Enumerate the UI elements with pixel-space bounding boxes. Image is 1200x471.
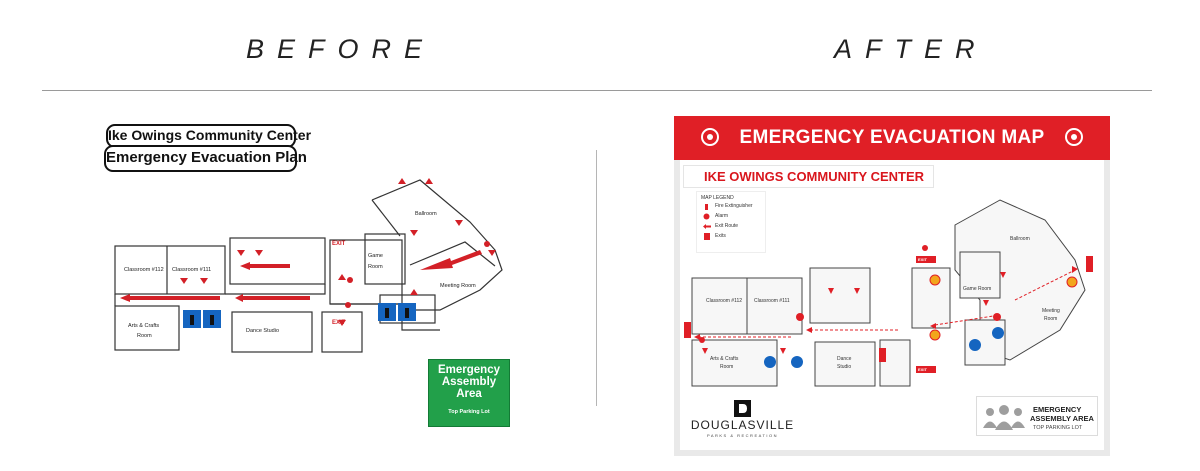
before-floor-plan: Classroom #112 Classroom #111 Arts & Cra…: [114, 178, 503, 353]
after-ballroom-label: Ballroom: [1010, 236, 1030, 242]
after-floor-plan: Classroom #112 Classroom #111 Arts & Cra…: [684, 199, 1093, 387]
before-exit-sign: EXIT: [332, 241, 346, 247]
after-title-banner: [674, 116, 1110, 160]
before-meeting-room-label: Meeting Room: [440, 283, 476, 289]
before-assembly-line-3: Area: [456, 388, 482, 400]
after-center-name: IKE OWINGS COMMUNITY CENTER: [683, 165, 934, 188]
legend-label: Exit Route: [715, 223, 739, 229]
alarm-icon: [702, 213, 711, 220]
before-classroom-111-label: Classroom #111: [172, 267, 211, 273]
before-game-room-label: Game: [368, 253, 383, 259]
assembly-line-2: ASSEMBLY AREA: [1030, 414, 1094, 423]
before-plan-subtitle: Ike Owings Community Center: [106, 124, 311, 148]
before-assembly-line-1: Emergency: [437, 364, 500, 376]
after-map-title: EMERGENCY EVACUATION MAP: [739, 127, 1045, 148]
douglasville-logo-mark: [734, 400, 751, 417]
after-arts-crafts-label: Arts & Crafts: [710, 356, 739, 362]
horizontal-divider: [42, 90, 1152, 91]
map-legend: MAP LEGEND Fire Extinguisher Alarm Exit …: [696, 191, 766, 253]
before-game-room-label-2: Room: [368, 264, 383, 270]
before-assembly-location: Top Parking Lot: [448, 409, 490, 415]
before-arts-crafts-label: Arts & Crafts: [128, 323, 159, 329]
before-assembly-area-sign: Emergency Assembly Area Top Parking Lot: [428, 359, 510, 427]
douglasville-logo: DOUGLASVILLE PARKS & RECREATION: [690, 398, 795, 442]
before-assembly-line-2: Assembly: [441, 376, 497, 388]
after-meeting-room-label: Meeting: [1042, 308, 1060, 314]
after-meeting-room-label-2: Room: [1044, 316, 1057, 322]
vertical-divider: [596, 150, 597, 406]
alarm-bell-icon: [701, 128, 719, 146]
legend-item: Fire Extinguisher: [697, 201, 765, 211]
legend-item: Alarm: [697, 211, 765, 221]
exit-route-arrow-icon: [702, 223, 711, 230]
legend-label: Fire Extinguisher: [715, 203, 753, 209]
after-classroom-112-label: Classroom #112: [706, 298, 742, 304]
exit-sign-icon: [702, 232, 711, 240]
before-exit-sign: EXIT: [332, 320, 346, 326]
after-arts-crafts-label-2: Room: [720, 364, 733, 370]
after-dance-label: Dance: [837, 356, 852, 362]
logo-name: DOUGLASVILLE: [690, 418, 795, 432]
people-group-icon: [983, 405, 1025, 430]
legend-label: Alarm: [715, 213, 729, 219]
after-dance-label-2: Studio: [837, 364, 851, 370]
assembly-line-1: EMERGENCY: [1033, 405, 1082, 414]
after-exit-sign: EXIT: [918, 257, 927, 262]
before-ballroom-label: Ballroom: [415, 211, 437, 217]
before-plan-title: Emergency Evacuation Plan: [104, 145, 307, 172]
after-assembly-area-sign: EMERGENCY ASSEMBLY AREA TOP PARKING LOT: [976, 396, 1098, 436]
legend-label: Exits: [715, 233, 726, 239]
before-heading: BEFORE: [246, 34, 436, 64]
legend-title: MAP LEGEND: [701, 195, 734, 201]
before-dance-studio-label: Dance Studio: [246, 328, 279, 334]
legend-item: Exits: [697, 231, 765, 241]
after-classroom-111-label: Classroom #111: [754, 298, 790, 304]
before-classroom-112-label: Classroom #112: [124, 267, 164, 273]
before-arts-crafts-label-2: Room: [137, 333, 152, 339]
after-heading: AFTER: [834, 34, 988, 64]
fire-extinguisher-icon: [702, 203, 711, 210]
legend-item: Exit Route: [697, 221, 765, 231]
after-exit-sign: EXIT: [918, 367, 927, 372]
after-game-room-label: Game Room: [963, 286, 991, 292]
logo-tagline: PARKS & RECREATION: [706, 433, 779, 438]
assembly-location: TOP PARKING LOT: [1033, 425, 1083, 431]
alarm-bell-icon: [1065, 128, 1083, 146]
